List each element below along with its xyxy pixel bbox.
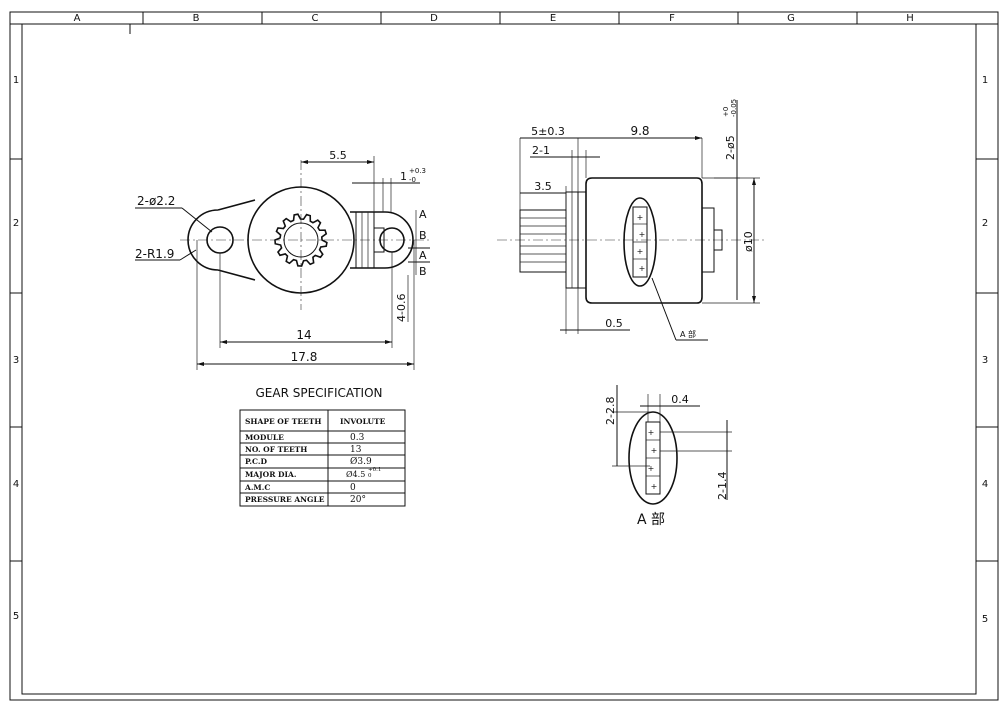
- detail-oval: [628, 411, 678, 505]
- dim-1: 1: [400, 170, 407, 183]
- svg-text:+: +: [651, 482, 658, 491]
- row-label-4-right: 4: [982, 479, 988, 490]
- svg-text:+: +: [637, 213, 644, 222]
- svg-text:+: +: [639, 264, 646, 273]
- spec-value-major: Ø4.5: [346, 470, 365, 479]
- detail-dim-2-2-8: 2-2.8: [604, 397, 617, 425]
- spec-label-pressure: PRESSURE ANGLE: [245, 495, 325, 504]
- row-label-3-left: 3: [13, 355, 19, 366]
- side-gear: [519, 209, 567, 273]
- detail-title: A 部: [637, 512, 665, 528]
- spec-value-amc: 0: [350, 483, 356, 493]
- row-label-3-right: 3: [982, 355, 988, 366]
- dim-17-8: 17.8: [291, 350, 318, 364]
- section-label-b-2: B: [419, 265, 427, 278]
- svg-text:+: +: [637, 247, 644, 256]
- col-label-a: A: [74, 13, 81, 24]
- motor-body-circle: [247, 186, 355, 294]
- spec-label-teeth: NO. OF TEETH: [245, 445, 307, 454]
- dim-slot: 4-0.6: [395, 294, 408, 322]
- spec-label-pcd: P.C.D: [245, 457, 267, 466]
- col-label-d: D: [430, 13, 438, 24]
- row-label-1-left: 1: [13, 75, 19, 86]
- spec-label-shape: SHAPE OF TEETH: [245, 417, 321, 426]
- column-labels: A B C D E F G H: [74, 13, 914, 24]
- section-label-b: B: [419, 229, 427, 242]
- dim-1-lower-tol: -0: [409, 176, 416, 184]
- front-view: 5.5 1 +0.3 -0 2-ø2.2 2-R1.9 A B A B 4-0.…: [135, 149, 430, 370]
- dim-5-5: 5.5: [329, 149, 347, 162]
- spec-major-tol-upper: +0.1: [368, 467, 381, 473]
- detail-dim-0-4: 0.4: [671, 393, 689, 406]
- svg-text:+: +: [648, 428, 655, 437]
- spec-value-module: 0.3: [350, 433, 365, 443]
- gear-teeth: [274, 213, 328, 267]
- col-label-b: B: [193, 13, 200, 24]
- spec-major-tol-lower: 0: [368, 473, 372, 479]
- row-labels: 1 2 3 4 5 1 2 3 4 5: [13, 75, 988, 625]
- dim-3-5: 3.5: [534, 180, 552, 193]
- dim-hole: 2-ø2.2: [137, 194, 175, 208]
- spec-value-pressure: 20°: [350, 495, 366, 505]
- spec-label-major: MAJOR DIA.: [245, 470, 297, 479]
- col-label-e: E: [550, 13, 556, 24]
- spec-label-module: MODULE: [245, 433, 284, 442]
- terminal-oval: [623, 197, 657, 287]
- spec-value-teeth: 13: [350, 445, 362, 455]
- row-label-5-left: 5: [13, 611, 19, 622]
- side-view: + + + + 5±0.3 9.8 2-1 3.5 0.5 2-ø5 +0 -0: [497, 99, 765, 341]
- dim-1-upper-tol: +0.3: [409, 167, 426, 175]
- dim-pin-dia-upper: +0: [722, 107, 730, 117]
- dim-5-tol: 5±0.3: [531, 125, 565, 138]
- dim-pin-dia-lower: -0.05: [730, 99, 738, 117]
- row-label-5-right: 5: [982, 614, 988, 625]
- svg-text:+: +: [651, 446, 658, 455]
- svg-text:+: +: [648, 464, 655, 473]
- mounting-flange: [187, 199, 256, 281]
- row-label-1-right: 1: [982, 75, 988, 86]
- spec-value-pcd: Ø3.9: [350, 456, 372, 467]
- col-label-f: F: [669, 13, 675, 24]
- col-label-h: H: [906, 13, 914, 24]
- spec-label-amc: A.M.C: [244, 483, 270, 492]
- dim-radius: 2-R1.9: [135, 247, 174, 261]
- row-label-4-left: 4: [13, 479, 19, 490]
- row-label-2-right: 2: [982, 218, 988, 229]
- dim-9-8: 9.8: [630, 124, 649, 138]
- detail-dim-2-1-4: 2-1.4: [716, 472, 729, 500]
- dim-2-1: 2-1: [532, 144, 550, 157]
- section-label-a: A: [419, 208, 427, 221]
- svg-text:+: +: [639, 230, 646, 239]
- side-motor-body: [585, 177, 703, 304]
- gear-spec-title: GEAR SPECIFICATION: [256, 386, 383, 400]
- col-label-c: C: [312, 13, 319, 24]
- dim-0-5: 0.5: [605, 317, 623, 330]
- col-label-g: G: [787, 13, 795, 24]
- spec-value-shape: INVOLUTE: [340, 417, 386, 426]
- dim-14: 14: [296, 328, 311, 342]
- sheet-frame: [9, 11, 999, 701]
- dim-pin-dia: 2-ø5: [724, 135, 737, 160]
- detail-ref-label: A 部: [680, 329, 696, 339]
- section-label-a-2: A: [419, 249, 427, 262]
- dim-body-dia: ø10: [742, 231, 755, 252]
- gear-spec-table: GEAR SPECIFICATION SHAPE OF TEETH INVOLU…: [239, 386, 406, 507]
- detail-view-a: + + + + 2-2.8 0.4 2-1.4 A 部: [604, 385, 732, 528]
- row-label-2-left: 2: [13, 218, 19, 229]
